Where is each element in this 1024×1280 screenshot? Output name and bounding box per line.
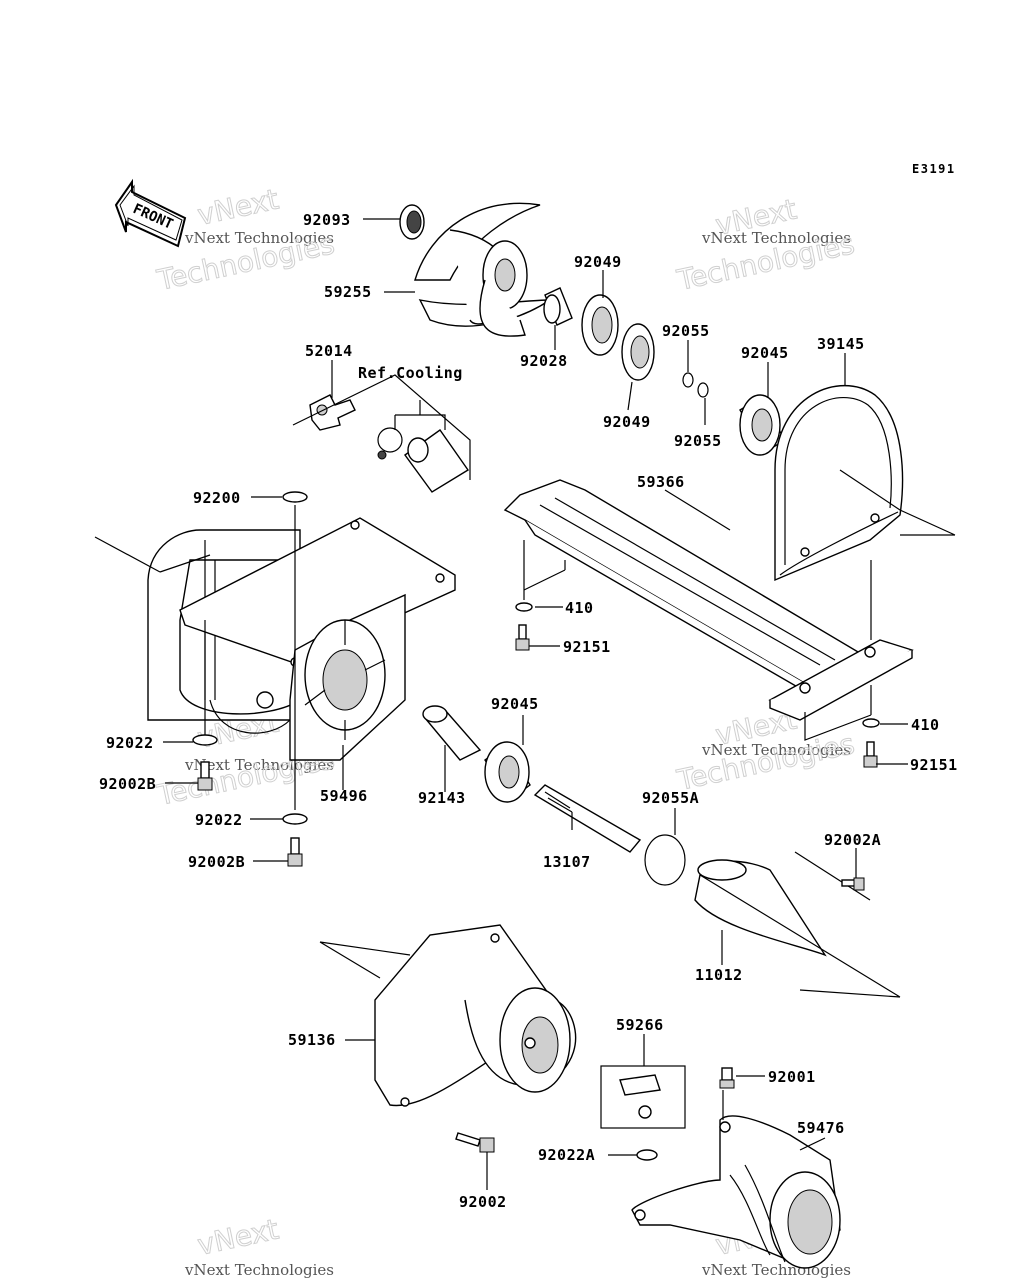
- pump-case-59136: [319, 924, 577, 1107]
- front-arrow-icon: FRONT: [114, 178, 187, 248]
- svg-text:vNext Technologies: vNext Technologies: [701, 741, 851, 759]
- spacer-92143: [422, 705, 482, 761]
- label-92055A: 92055A: [642, 789, 699, 807]
- bearing-92045-lower: [484, 741, 531, 803]
- label-92049-lower: 92049: [603, 413, 651, 431]
- pump-housing-59496: [147, 517, 456, 761]
- label-13107: 13107: [543, 853, 591, 871]
- label-92022-b: 92022: [195, 811, 243, 829]
- label-92200: 92200: [193, 489, 241, 507]
- label-59476: 59476: [797, 1119, 845, 1137]
- label-59366: 59366: [637, 473, 685, 491]
- cover-39145: [774, 385, 904, 582]
- washer-410-b: [862, 718, 880, 728]
- label-92022A: 92022A: [538, 1146, 595, 1164]
- watermark-bottom-left: vNext vNext Technologies: [184, 1212, 334, 1279]
- label-92093: 92093: [303, 211, 351, 229]
- fitting-52014: [309, 394, 356, 431]
- oring-92055-a: [682, 372, 694, 388]
- label-92028: 92028: [520, 352, 568, 370]
- bolt-92002: [455, 1132, 495, 1153]
- leader-lines: [94, 218, 956, 1190]
- bolt-92151-b: [863, 741, 878, 768]
- bearing-92045-upper: [739, 394, 786, 456]
- bolt-92002B-a: [197, 761, 213, 791]
- label-92055-upper: 92055: [662, 322, 710, 340]
- label-92045-upper: 92045: [741, 344, 789, 362]
- oring-92055A: [644, 834, 686, 886]
- bolt-92002B-b: [287, 837, 303, 867]
- label-92022-a: 92022: [106, 734, 154, 752]
- shaft-13107: [533, 784, 642, 853]
- cone-11012: [694, 851, 901, 998]
- label-ref-cooling: Ref.Cooling: [358, 364, 463, 382]
- label-92143: 92143: [418, 789, 466, 807]
- svg-text:vNext: vNext: [195, 1213, 282, 1262]
- washer-92022A: [636, 1149, 658, 1161]
- svg-text:vNext Technologies: vNext Technologies: [701, 229, 851, 247]
- label-59266: 59266: [616, 1016, 664, 1034]
- label-92055-lower: 92055: [674, 432, 722, 450]
- label-59496: 59496: [320, 787, 368, 805]
- nozzle-59476: [631, 1115, 841, 1269]
- part-labels: 92093 59255 92049 92028 92049 92055 9205…: [99, 211, 958, 1211]
- watermark-top-left: vNext vNext Technologies Technologies: [153, 182, 338, 297]
- washer-92022-b: [282, 813, 308, 825]
- label-92002: 92002: [459, 1193, 507, 1211]
- plate-59366: [503, 479, 914, 721]
- label-59136: 59136: [288, 1031, 336, 1049]
- watermark-top-right: vNext vNext Technologies Technologies: [673, 192, 858, 297]
- label-92001: 92001: [768, 1068, 816, 1086]
- label-92002B-b: 92002B: [188, 853, 245, 871]
- sleeve-92028: [543, 287, 573, 326]
- svg-text:vNext Technologies: vNext Technologies: [184, 1261, 334, 1279]
- label-92049-upper: 92049: [574, 253, 622, 271]
- impeller-59255: [414, 202, 553, 337]
- label-11012: 11012: [695, 966, 743, 984]
- label-52014: 52014: [305, 342, 353, 360]
- cap-92093: [399, 204, 425, 240]
- label-92151-b: 92151: [910, 756, 958, 774]
- svg-text:vNext Technologies: vNext Technologies: [701, 1261, 851, 1279]
- diagram-code: E3191: [912, 162, 956, 176]
- ref-cooling-group: [292, 374, 471, 493]
- label-410-a: 410: [565, 599, 594, 617]
- washer-92200: [282, 491, 308, 503]
- svg-text:vNext Technologies: vNext Technologies: [184, 229, 334, 247]
- bolt-92001: [719, 1067, 735, 1089]
- label-39145: 39145: [817, 335, 865, 353]
- washer-92022-a: [192, 734, 218, 746]
- seal-92049-lower: [621, 323, 655, 381]
- bolt-92002A: [841, 877, 865, 891]
- washer-410-a: [515, 602, 533, 612]
- label-92045-lower: 92045: [491, 695, 539, 713]
- oring-92055-b: [697, 382, 709, 398]
- kit-box-59266: [600, 1065, 686, 1129]
- label-410-b: 410: [911, 716, 940, 734]
- label-92002A: 92002A: [824, 831, 881, 849]
- bolt-92151-a: [515, 624, 530, 651]
- label-92002B-a: 92002B: [99, 775, 156, 793]
- seal-92049-upper: [581, 294, 619, 356]
- svg-text:vNext: vNext: [195, 183, 282, 232]
- label-59255: 59255: [324, 283, 372, 301]
- label-92151-a: 92151: [563, 638, 611, 656]
- watermark-mid-right: vNext vNext Technologies Technologies: [673, 702, 858, 797]
